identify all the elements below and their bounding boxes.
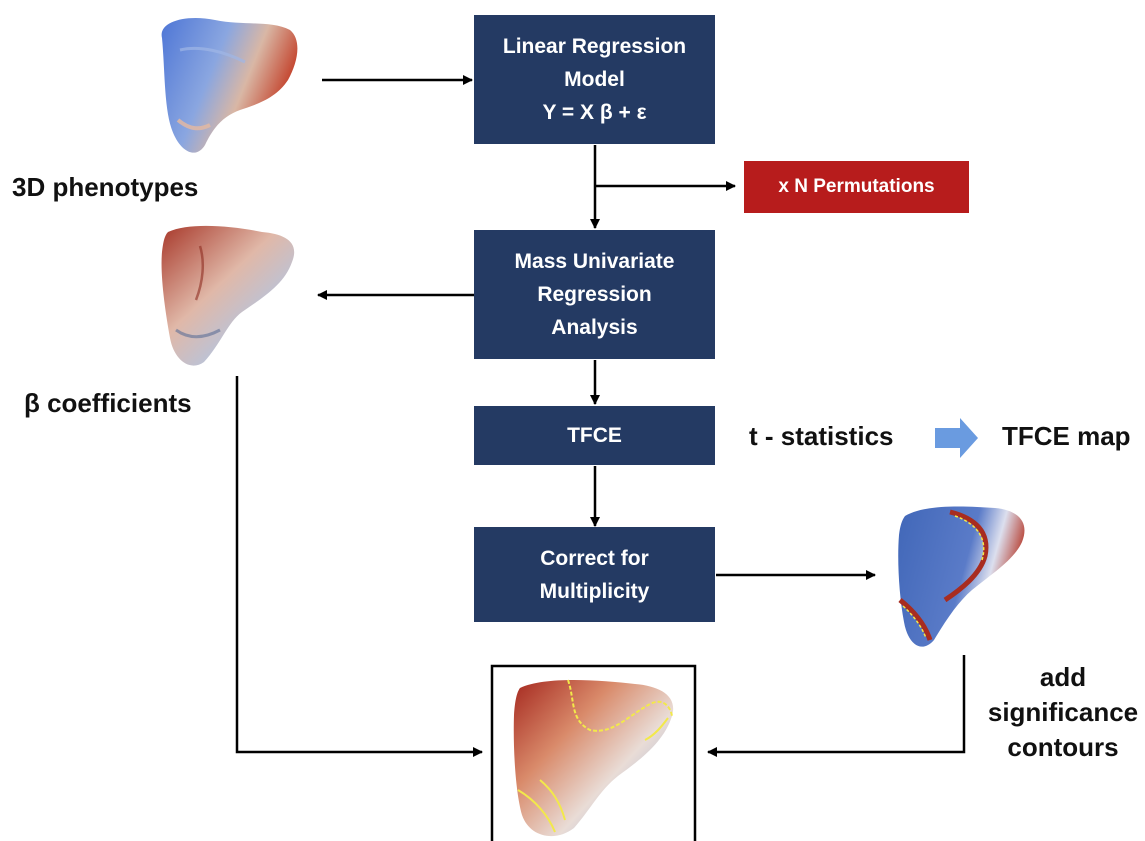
coefficients-label: β coefficients: [24, 388, 192, 418]
phenotype-liver-image: [161, 18, 298, 153]
phenotypes-label: 3D phenotypes: [12, 172, 199, 202]
box-line: Correct for: [540, 546, 649, 570]
permutations-label: x N Permutations: [778, 176, 935, 197]
contours-line: significance: [987, 697, 1139, 727]
mass-univariate-box: Mass Univariate Regression Analysis: [474, 230, 715, 359]
correct-multiplicity-box: Correct for Multiplicity: [474, 527, 715, 622]
box-line: Regression: [537, 283, 652, 306]
arrow-coefficients-to-result: [235, 376, 483, 757]
permutations-box: x N Permutations: [744, 161, 969, 213]
box-line: Y = X β + ε: [542, 101, 647, 124]
blue-arrow-icon: [935, 418, 978, 458]
add-contours-label: add significance contours: [978, 660, 1145, 765]
contours-line: add: [1039, 662, 1087, 692]
coefficient-liver-image: [161, 225, 295, 366]
result-liver-image: [513, 679, 674, 837]
arrow-contours-to-result: [707, 655, 966, 757]
tfce-box: TFCE: [474, 406, 715, 465]
box-line: Analysis: [551, 316, 638, 339]
tfce-map-liver-image: [898, 506, 1025, 647]
contours-line: contours: [1007, 732, 1119, 762]
box-line: Model: [564, 68, 625, 91]
box-line: TFCE: [567, 424, 622, 447]
t-statistics-label: t - statistics: [749, 421, 894, 451]
regression-model-box: Linear Regression Model Y = X β + ε: [474, 15, 715, 144]
box-line: Linear Regression: [502, 35, 687, 58]
tfce-map-label: TFCE map: [1002, 421, 1131, 451]
box-line: Multiplicity: [539, 579, 650, 603]
box-line: Mass Univariate: [514, 250, 675, 273]
result-frame: [490, 664, 697, 841]
